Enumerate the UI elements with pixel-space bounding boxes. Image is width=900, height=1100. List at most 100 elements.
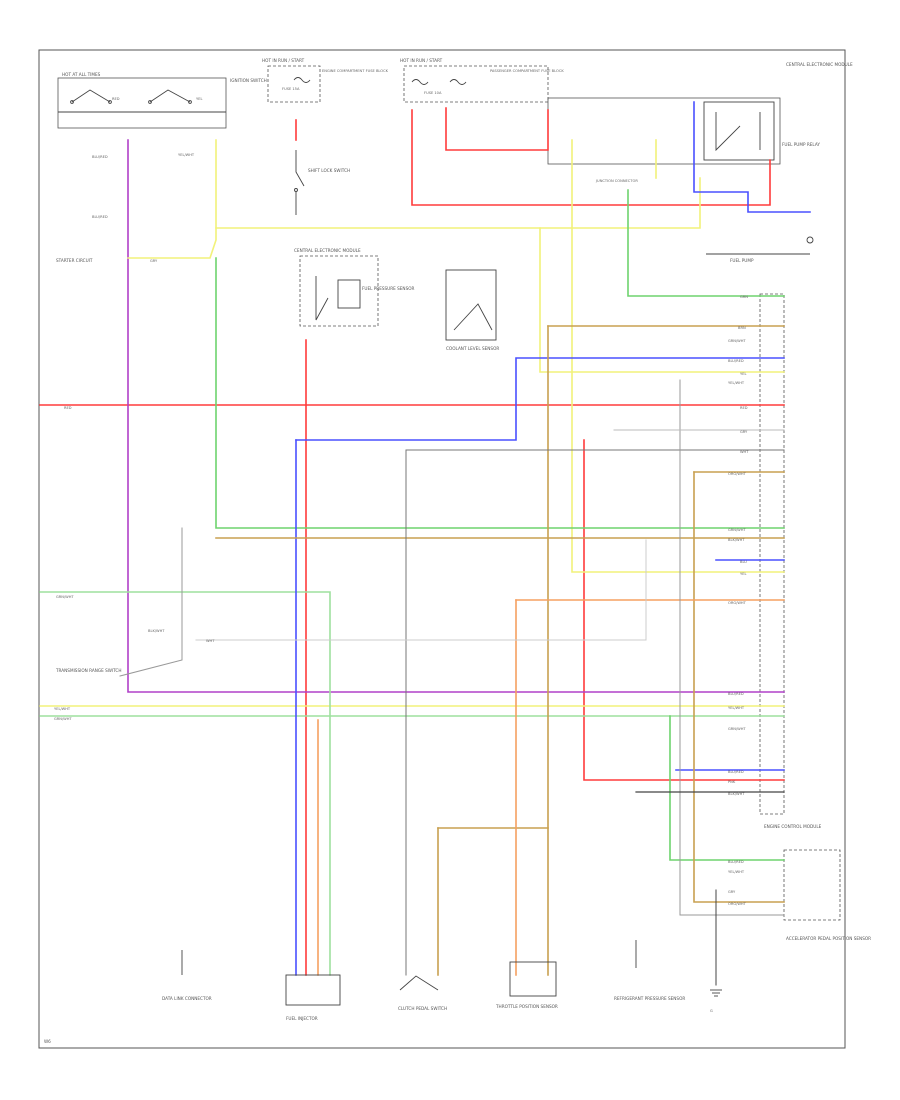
label-wire-blu-red-1: BLU/RED — [92, 155, 108, 159]
ecm-pin-red: RED — [740, 406, 748, 410]
label-hot-in-run-start: HOT IN RUN / START — [262, 58, 305, 63]
label-central-electronic-module: CENTRAL ELECTRONIC MODULE — [786, 62, 853, 67]
wire-red-ect — [583, 439, 785, 781]
label-fuel-pressure-sensor: FUEL PRESSURE SENSOR — [362, 286, 415, 291]
ecm-pin-labels: GRN BRN GRN/WHT BLU/RED YEL YEL/WHT RED … — [728, 295, 749, 906]
label-shift-lock-switch: SHIFT LOCK SWITCH — [308, 168, 350, 173]
ecm-pin-blu: BLU — [740, 560, 747, 564]
wire-blue-2 — [295, 357, 785, 441]
label-ignition-switch: IGNITION SWITCH — [230, 78, 267, 83]
label-ign-pos-a: RED — [112, 97, 120, 101]
wire-gray-1 — [119, 527, 183, 677]
wires — [39, 101, 811, 986]
wire-green-5 — [669, 715, 785, 861]
label-wire-blk-wht: BLK/WHT — [148, 629, 165, 633]
footer-code: W6 — [44, 1039, 51, 1044]
ecm-pin-org-wht-3: ORG/WHT — [728, 902, 747, 906]
wire-blue-3 — [693, 101, 811, 213]
label-wire-gry-starter: GRY — [150, 259, 158, 263]
throttle-position-sensor: THROTTLE POSITION SENSOR — [495, 961, 558, 1009]
label-transmission-range-switch: TRANSMISSION RANGE SWITCH — [55, 668, 122, 673]
wire-purple — [127, 139, 785, 693]
shift-lock-switch: SHIFT LOCK SWITCH — [294, 150, 350, 215]
accelerator-pedal-position-sensor: ACCELERATOR PEDAL POSITION SENSOR — [783, 849, 871, 941]
wire-tan-7 — [693, 471, 785, 903]
ecm-pin-org-wht: ORG/WHT — [728, 472, 747, 476]
ecm-pin-gry: GRY — [740, 430, 748, 434]
label-wire-grn-wht-left: GRN/WHT — [54, 717, 72, 721]
label-wire-yel-wht-left: YEL/WHT — [54, 707, 71, 711]
ecm-pin-grn-wht-2: GRN/WHT — [728, 528, 746, 532]
ecm-pin-blk-wht-2: BLK/WHT — [728, 792, 745, 796]
label-starter-circuit: STARTER CIRCUIT — [56, 258, 93, 263]
clutch-pedal-switch: CLUTCH PEDAL SWITCH — [398, 975, 447, 1011]
wire-green-3 — [39, 591, 331, 976]
label-fuel-injector: FUEL INJECTOR — [286, 1016, 318, 1021]
central-electronic-module-top: CENTRAL ELECTRONIC MODULE FUEL PUMP RELA… — [547, 62, 853, 183]
label-ign-pos-b: YEL — [196, 97, 202, 101]
label-hot-in-run-start-2: HOT IN RUN / START — [400, 58, 443, 63]
wire-gray-2 — [679, 379, 785, 916]
refrigerant-pressure-sensor: REFRIGERANT PRESSURE SENSOR — [614, 940, 685, 1001]
data-link-connector: DATA LINK CONNECTOR — [162, 950, 212, 1001]
fuel-injector: FUEL INJECTOR — [285, 974, 341, 1021]
label-gnd: G — [710, 1009, 713, 1013]
ecm-pin-yel-wht: YEL/WHT — [728, 381, 745, 385]
ecm-pin-yel: YEL — [740, 372, 746, 376]
label-wire-grn-wht: GRN/WHT — [56, 595, 74, 599]
label-data-link-connector: DATA LINK CONNECTOR — [162, 996, 212, 1001]
label-wire-blu-red-2: BLU/RED — [92, 215, 108, 219]
wire-green-2 — [215, 257, 785, 529]
label-app-sensor: ACCELERATOR PEDAL POSITION SENSOR — [786, 936, 871, 941]
ecm-pin-brn: BRN — [738, 326, 746, 330]
label-clutch-pedal-switch: CLUTCH PEDAL SWITCH — [398, 1006, 447, 1011]
wire-red-pcfb-2 — [445, 107, 549, 151]
engine-compartment-fuse-block: HOT IN RUN / START ENGINE COMPARTMENT FU… — [262, 58, 389, 103]
ecm-pin-yel-wht-2: YEL/WHT — [728, 706, 745, 710]
ignition-switch: HOT AT ALL TIMES IGNITION SWITCH RED YEL — [57, 72, 267, 129]
ecm-pin-pnk: PNK — [728, 780, 736, 784]
wire-yellow-1 — [127, 139, 217, 259]
label-fuse-10a: FUSE 10A — [424, 91, 442, 95]
ecm-pin-blu-red-2: BLU/RED — [728, 692, 744, 696]
wire-gray-4 — [195, 539, 647, 641]
engine-control-module: ENGINE CONTROL MODULE — [759, 293, 822, 829]
wire-green-1 — [627, 189, 785, 297]
ecm-pin-grn: GRN — [740, 295, 748, 299]
ecm-pin-wht: WHT — [740, 450, 749, 454]
label-wire-red-left: RED — [64, 406, 72, 410]
label-wire-yel-wht: YEL/WHT — [178, 153, 195, 157]
coolant-level-sensor: COOLANT LEVEL SENSOR — [445, 269, 499, 351]
ecm-pin-org-wht-2: ORG/WHT — [728, 601, 747, 605]
ecm-pin-blu-red-3: BLU/RED — [728, 770, 744, 774]
ecm-pin-yel-wht-3: YEL/WHT — [728, 870, 745, 874]
label-refrigerant-pressure-sensor: REFRIGERANT PRESSURE SENSOR — [614, 996, 685, 1001]
ecm-pin-blu-red-4: BLU/RED — [728, 860, 744, 864]
wire-yellow-4 — [571, 139, 785, 573]
ecm-pin-grn-wht-3: GRN/WHT — [728, 727, 746, 731]
diagram-frame — [38, 49, 846, 1049]
label-engine-control-module: ENGINE CONTROL MODULE — [764, 824, 822, 829]
label-fuse-15a: FUSE 15A — [282, 87, 300, 91]
ecm-pin-blk-wht: BLK/WHT — [728, 538, 745, 542]
wire-red-pcfb — [411, 109, 771, 206]
label-fuel-pump-relay: FUEL PUMP RELAY — [782, 142, 820, 147]
ground-icon: G — [710, 989, 722, 1013]
label-wire-wht-mid: WHT — [206, 639, 215, 643]
ecm-pin-yel-2: YEL — [740, 572, 746, 576]
label-engine-fuse-block: ENGINE COMPARTMENT FUSE BLOCK — [322, 69, 389, 73]
ecm-pin-gry-2: GRY — [728, 890, 736, 894]
label-central-electronic-module-2: CENTRAL ELECTRONIC MODULE — [294, 248, 361, 253]
central-electronic-module-mid: CENTRAL ELECTRONIC MODULE FUEL PRESSURE … — [294, 248, 415, 327]
wire-yellow-3 — [539, 227, 785, 373]
label-fuel-pump: FUEL PUMP — [730, 258, 754, 263]
label-passenger-fuse-block: PASSENGER COMPARTMENT FUSE BLOCK — [490, 69, 564, 73]
wire-yellow-2 — [215, 177, 701, 229]
label-coolant-level-sensor: COOLANT LEVEL SENSOR — [446, 346, 499, 351]
ecm-pin-grn-wht: GRN/WHT — [728, 339, 746, 343]
label-hot-at-all-times: HOT AT ALL TIMES — [62, 72, 101, 77]
label-throttle-position-sensor: THROTTLE POSITION SENSOR — [495, 1004, 558, 1009]
fuel-pump: FUEL PUMP — [706, 236, 814, 263]
ecm-pin-blu-red: BLU/RED — [728, 359, 744, 363]
